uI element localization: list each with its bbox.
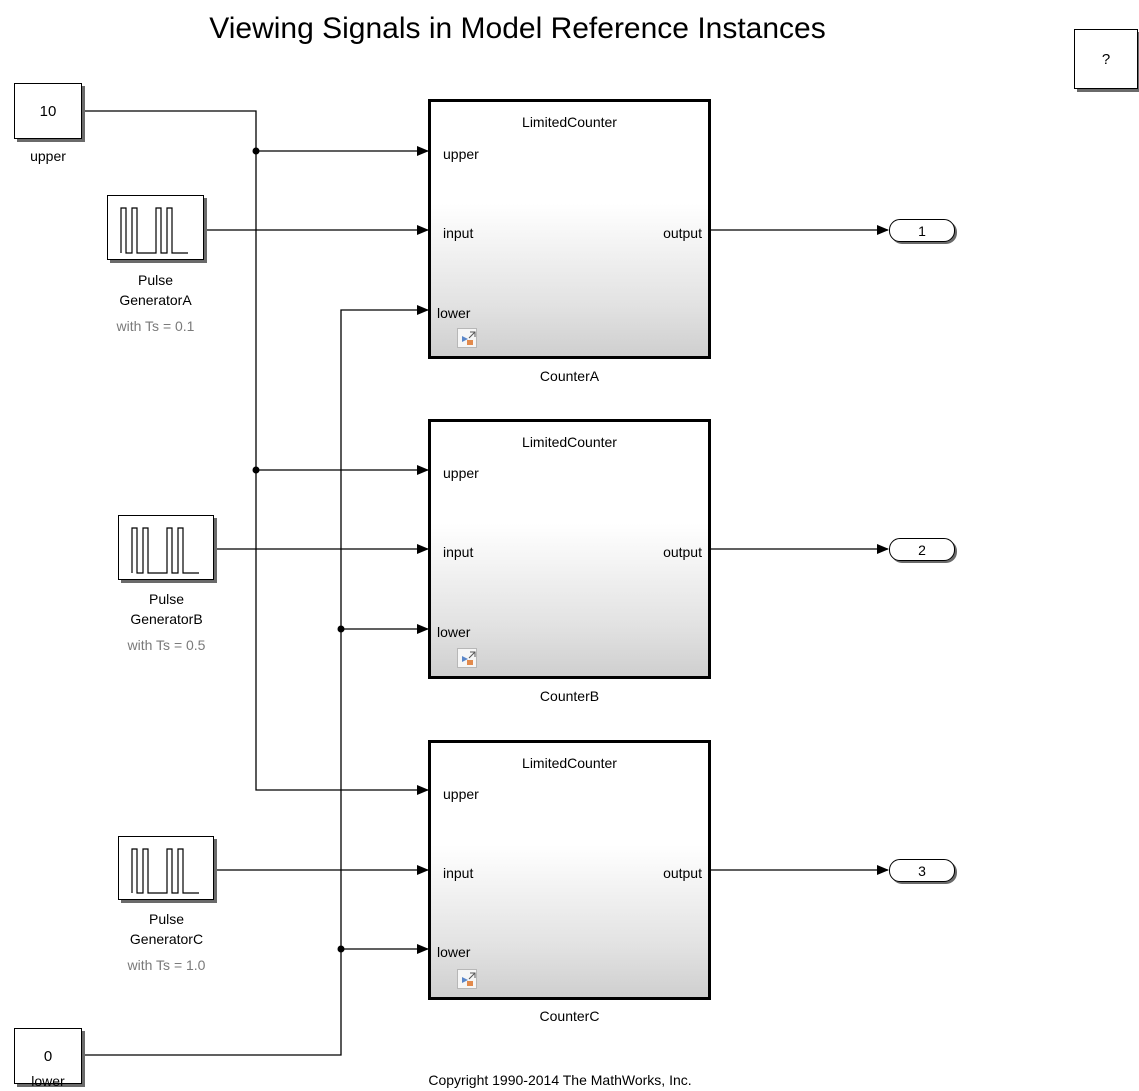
pulse-generator-a-label-line1: Pulse [137,272,174,288]
junction-upper-b [252,466,260,474]
counter-a-port-output: output [663,225,702,241]
counter-a-port-lower: lower [437,305,471,321]
counter-b-port-upper: upper [443,465,479,481]
counter-b-port-lower: lower [437,624,471,640]
constant-upper-label: upper [30,148,66,164]
pulse-waveform-icon [131,527,199,574]
counter-b-block[interactable]: LimitedCounter upper input lower output [428,419,711,679]
counter-c-name: CounterC [539,1008,600,1024]
outport-3[interactable]: 3 [889,859,955,882]
junction-lower-b [337,625,345,633]
pulse-generator-a-block[interactable] [107,195,204,260]
counter-b-model-name: LimitedCounter [522,434,617,450]
pulse-generator-a-label-line2: GeneratorA [119,292,192,308]
constant-lower-block[interactable]: 0 [14,1028,82,1084]
pulse-generator-b-note: with Ts = 0.5 [127,637,206,653]
pulse-generator-c-block[interactable] [118,836,214,900]
pulse-waveform-icon [120,207,188,254]
counter-a-name: CounterA [539,368,600,384]
pulse-generator-a-note: with Ts = 0.1 [116,318,195,334]
counter-c-port-upper: upper [443,786,479,802]
model-reference-icon[interactable] [457,969,477,989]
counter-a-port-upper: upper [443,146,479,162]
pulse-generator-c-label-line1: Pulse [148,911,185,927]
counter-b-name: CounterB [539,688,600,704]
counter-c-port-output: output [663,865,702,881]
pulse-waveform-icon [131,848,199,894]
pulse-generator-c-label-line2: GeneratorC [129,931,204,947]
copyright-notice: Copyright 1990-2014 The MathWorks, Inc. [428,1072,692,1088]
wire-lower-bus [83,305,429,1056]
counter-a-port-input: input [443,225,474,241]
counter-b-port-input: input [443,544,474,560]
junction-lower-c [337,945,345,953]
counter-c-block[interactable]: LimitedCounter upper input lower output [428,740,711,1000]
pulse-generator-b-label-line1: Pulse [148,591,185,607]
help-button[interactable]: ? [1074,29,1138,89]
pulse-generator-b-label-line2: GeneratorB [130,611,203,627]
counter-c-port-lower: lower [437,944,471,960]
junction-upper-a [252,147,260,155]
pulse-generator-b-block[interactable] [118,515,214,580]
constant-upper-block[interactable]: 10 [14,83,82,139]
outport-2[interactable]: 2 [889,538,955,561]
counter-a-block[interactable]: LimitedCounter upper input lower output [428,99,711,359]
model-reference-icon[interactable] [457,648,477,668]
counter-c-port-input: input [443,865,474,881]
diagram-title: Viewing Signals in Model Reference Insta… [209,12,826,45]
counter-c-model-name: LimitedCounter [522,755,617,771]
outport-1[interactable]: 1 [889,219,955,242]
constant-lower-label: lower [31,1073,65,1089]
wire-upper-bus [83,110,429,795]
counter-b-port-output: output [663,544,702,560]
pulse-generator-c-note: with Ts = 1.0 [127,957,206,973]
model-reference-icon[interactable] [457,328,477,348]
counter-a-model-name: LimitedCounter [522,114,617,130]
